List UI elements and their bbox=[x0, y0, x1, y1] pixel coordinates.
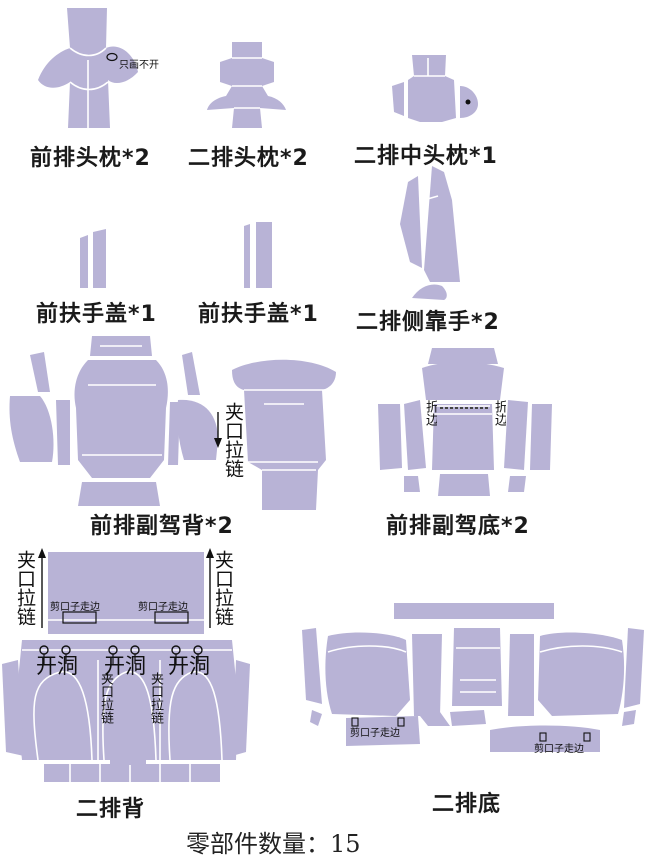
label-front-armrest-b: 前扶手盖*1 bbox=[198, 302, 319, 327]
note-cut-hook-3: 剪口子走边 bbox=[350, 728, 400, 739]
note-cut-hook-4: 剪口子走边 bbox=[534, 744, 584, 755]
note-cut-hook-1: 剪口子走边 bbox=[50, 602, 100, 613]
note-zipper-small-2: 夹口拉链 bbox=[148, 672, 163, 724]
note-no-draw: 只画不开 bbox=[119, 60, 159, 71]
label-front-headrest: 前排头枕*2 bbox=[30, 146, 151, 171]
label-second-back: 二排背 bbox=[76, 797, 146, 822]
second-base-piece bbox=[302, 603, 644, 752]
note-hole-2: 开洞 bbox=[104, 654, 146, 678]
second-side-armrest-piece bbox=[400, 166, 460, 300]
note-hole-1: 开洞 bbox=[36, 654, 78, 678]
label-second-side-armrest: 二排侧靠手*2 bbox=[356, 310, 500, 335]
note-zipper-second-back-right: 夹口拉链 bbox=[212, 550, 234, 626]
front-passenger-base-piece bbox=[378, 348, 552, 496]
front-passenger-back-piece bbox=[9, 336, 336, 510]
parts-count: 零部件数量：15 bbox=[186, 830, 361, 858]
note-hole-3: 开洞 bbox=[168, 654, 210, 678]
second-back-piece bbox=[2, 548, 250, 782]
note-zipper-second-back-left: 夹口拉链 bbox=[14, 550, 36, 626]
label-second-headrest: 二排头枕*2 bbox=[188, 146, 309, 171]
note-fold-left: 折边 bbox=[424, 400, 437, 426]
front-armrest-cover-b bbox=[244, 222, 272, 288]
second-headrest-piece bbox=[207, 42, 286, 128]
note-fold-right: 折边 bbox=[493, 400, 506, 426]
label-front-passenger-back: 前排副驾背*2 bbox=[90, 514, 234, 539]
label-front-passenger-base: 前排副驾底*2 bbox=[386, 514, 530, 539]
front-headrest-piece bbox=[38, 8, 138, 128]
label-second-base: 二排底 bbox=[432, 792, 502, 817]
note-cut-hook-2: 剪口子走边 bbox=[138, 602, 188, 613]
second-mid-headrest-piece bbox=[392, 55, 478, 122]
label-front-armrest-a: 前扶手盖*1 bbox=[36, 302, 157, 327]
note-zipper-front-back: 夹口拉链 bbox=[222, 402, 244, 478]
label-second-mid-headrest: 二排中头枕*1 bbox=[354, 144, 498, 169]
front-armrest-cover-a bbox=[80, 229, 106, 288]
note-zipper-small-1: 夹口拉链 bbox=[98, 672, 113, 724]
